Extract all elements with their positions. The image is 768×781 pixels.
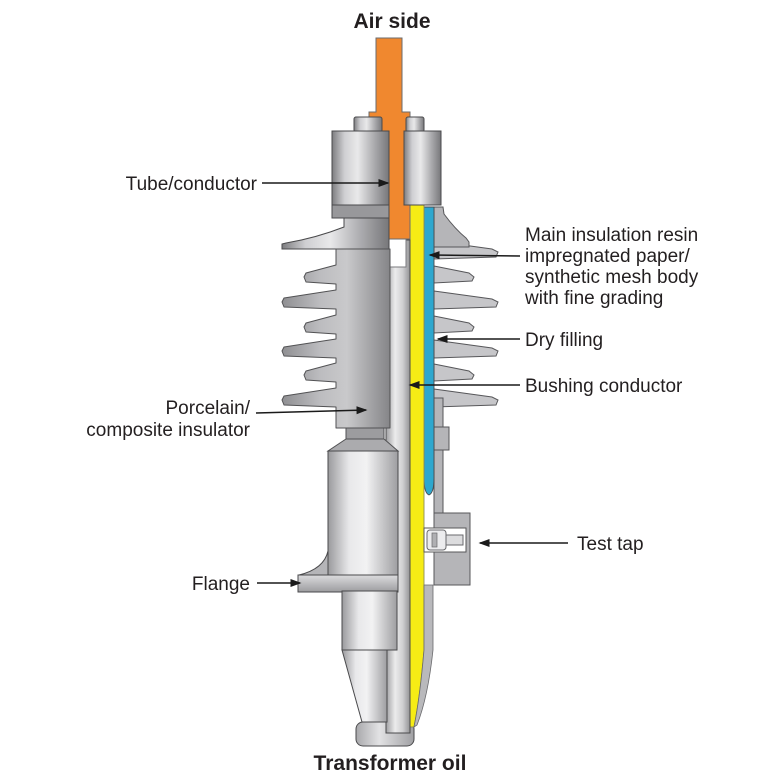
porcelain-label-line-1: Porcelain/ xyxy=(166,398,251,419)
main-insulation-label: Main insulation resin impregnated paper/… xyxy=(524,225,699,309)
transformer-oil-label: Transformer oil xyxy=(314,752,467,775)
outer-wall-lower xyxy=(433,397,444,514)
right-shed xyxy=(433,388,499,408)
flange-label: Flange xyxy=(192,574,250,595)
porcelain-neck xyxy=(345,427,385,440)
flange-flare xyxy=(298,550,329,576)
callout-arrows xyxy=(255,179,568,587)
head-skirt-right xyxy=(433,206,470,248)
clamp-knob-left xyxy=(353,116,383,133)
porcelain-insulator-body xyxy=(281,248,391,429)
tube-conductor-label: Tube/conductor xyxy=(126,174,258,195)
head-skirt-left xyxy=(281,217,390,250)
flange-disc xyxy=(297,574,399,593)
main-insulation-label-line-3: synthetic mesh body xyxy=(525,267,699,288)
outer-wall-ledge xyxy=(433,426,450,451)
bushing-conductor-label: Bushing conductor xyxy=(525,376,683,397)
porcelain-label: Porcelain/ composite insulator xyxy=(86,398,250,441)
dry-filling-layer xyxy=(423,206,435,496)
main-insulation-label-line-2: impregnated paper/ xyxy=(525,246,690,267)
test-tap-assembly xyxy=(423,527,467,553)
right-shed xyxy=(433,290,499,310)
right-shed xyxy=(433,339,499,359)
main-insulation-arrow xyxy=(428,251,521,260)
oil-end-cone xyxy=(341,649,388,723)
upper-barrel xyxy=(327,450,399,579)
test-tap-stem xyxy=(445,534,464,546)
top-clamp-left xyxy=(331,130,390,206)
air-side-label: Air side xyxy=(353,10,430,33)
porcelain-label-line-2: composite insulator xyxy=(86,420,250,441)
right-shed xyxy=(433,315,475,334)
main-insulation-layer xyxy=(409,204,425,728)
clamp-knob-right xyxy=(405,116,425,133)
head-assembly xyxy=(281,116,442,250)
main-insulation-label-line-4: with fine grading xyxy=(524,288,663,309)
top-clamp-right xyxy=(403,130,442,206)
main-insulation-label-line-1: Main insulation resin xyxy=(525,225,698,246)
right-porcelain-sheds xyxy=(433,240,499,408)
lower-barrel xyxy=(341,590,398,651)
dry-filling-label: Dry filling xyxy=(525,330,603,351)
oil-end-outer-sliver xyxy=(413,584,434,728)
test-tap-pin xyxy=(431,532,438,548)
test-tap-label: Test tap xyxy=(577,534,644,555)
porcelain-arrow xyxy=(255,406,368,415)
right-shed xyxy=(433,265,475,284)
right-shed xyxy=(433,363,475,382)
clamp-band-left xyxy=(331,204,390,219)
